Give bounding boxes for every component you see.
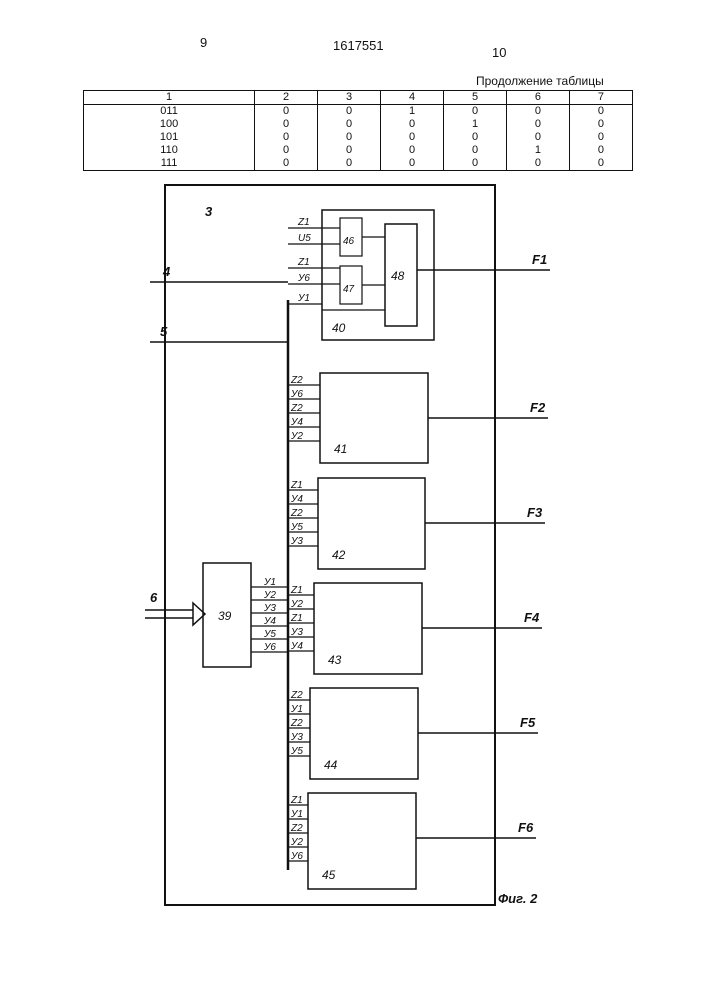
output-label: F4 <box>524 610 540 625</box>
block-input-label: Z1 <box>290 613 303 624</box>
sub-block-48-label: 48 <box>391 269 405 283</box>
block-label: 40 <box>332 321 346 335</box>
block-input-label: У4 <box>290 641 303 652</box>
block-input-label: Z1 <box>290 795 303 806</box>
block-input-label: У5 <box>290 746 303 757</box>
block-input-label: У2 <box>290 431 303 442</box>
block-input-label: У2 <box>290 599 303 610</box>
block-input-label: Z2 <box>290 375 303 386</box>
output-label: F6 <box>518 820 534 835</box>
block-input-label: У6 <box>297 273 310 284</box>
block-input-label: Z2 <box>290 718 303 729</box>
input-label-5: 5 <box>160 324 168 339</box>
sub-block-47-label: 47 <box>343 284 355 295</box>
decoder-output-label: У6 <box>263 642 276 653</box>
frame-3 <box>165 185 495 905</box>
block-label: 41 <box>334 442 347 456</box>
block-input-label: Z1 <box>297 217 310 228</box>
input-label-6: 6 <box>150 590 158 605</box>
block-input-label: Z2 <box>290 823 303 834</box>
block-input-label: У1 <box>290 704 303 715</box>
block-input-label: У4 <box>290 417 303 428</box>
block-input-label: У6 <box>290 389 303 400</box>
block-input-label: У2 <box>290 837 303 848</box>
block-input-label: У3 <box>290 732 303 743</box>
block-input-label: Z2 <box>290 403 303 414</box>
block-input-label: U5 <box>298 233 311 244</box>
input-label-4: 4 <box>162 264 171 279</box>
decoder-output-label: У1 <box>263 577 276 588</box>
block-label: 43 <box>328 653 342 667</box>
output-label: F3 <box>527 505 543 520</box>
block-input-label: У1 <box>290 809 303 820</box>
block-label: 45 <box>322 868 336 882</box>
block-input-label: Z2 <box>290 690 303 701</box>
decoder-label: 39 <box>218 609 232 623</box>
block-input-label: Z1 <box>290 585 303 596</box>
block-input-label: Z1 <box>290 480 303 491</box>
block-input-label: Z1 <box>297 257 310 268</box>
decoder-output-label: У5 <box>263 629 276 640</box>
block-input-label: У3 <box>290 536 303 547</box>
output-label: F5 <box>520 715 536 730</box>
frame-label: 3 <box>205 204 213 219</box>
decoder-output-label: У3 <box>263 603 276 614</box>
output-label: F2 <box>530 400 546 415</box>
decoder-output-label: У4 <box>263 616 276 627</box>
decoder-output-label: У2 <box>263 590 276 601</box>
sub-block-46-label: 46 <box>343 236 355 247</box>
block-input-label: У1 <box>297 293 310 304</box>
block-label: 44 <box>324 758 338 772</box>
block-input-label: У5 <box>290 522 303 533</box>
figure-caption: Фиг. 2 <box>498 891 538 906</box>
block-input-label: У3 <box>290 627 303 638</box>
block-input-label: У4 <box>290 494 303 505</box>
output-label: F1 <box>532 252 547 267</box>
block-label: 42 <box>332 548 346 562</box>
block-input-label: У6 <box>290 851 303 862</box>
block-input-label: Z2 <box>290 508 303 519</box>
